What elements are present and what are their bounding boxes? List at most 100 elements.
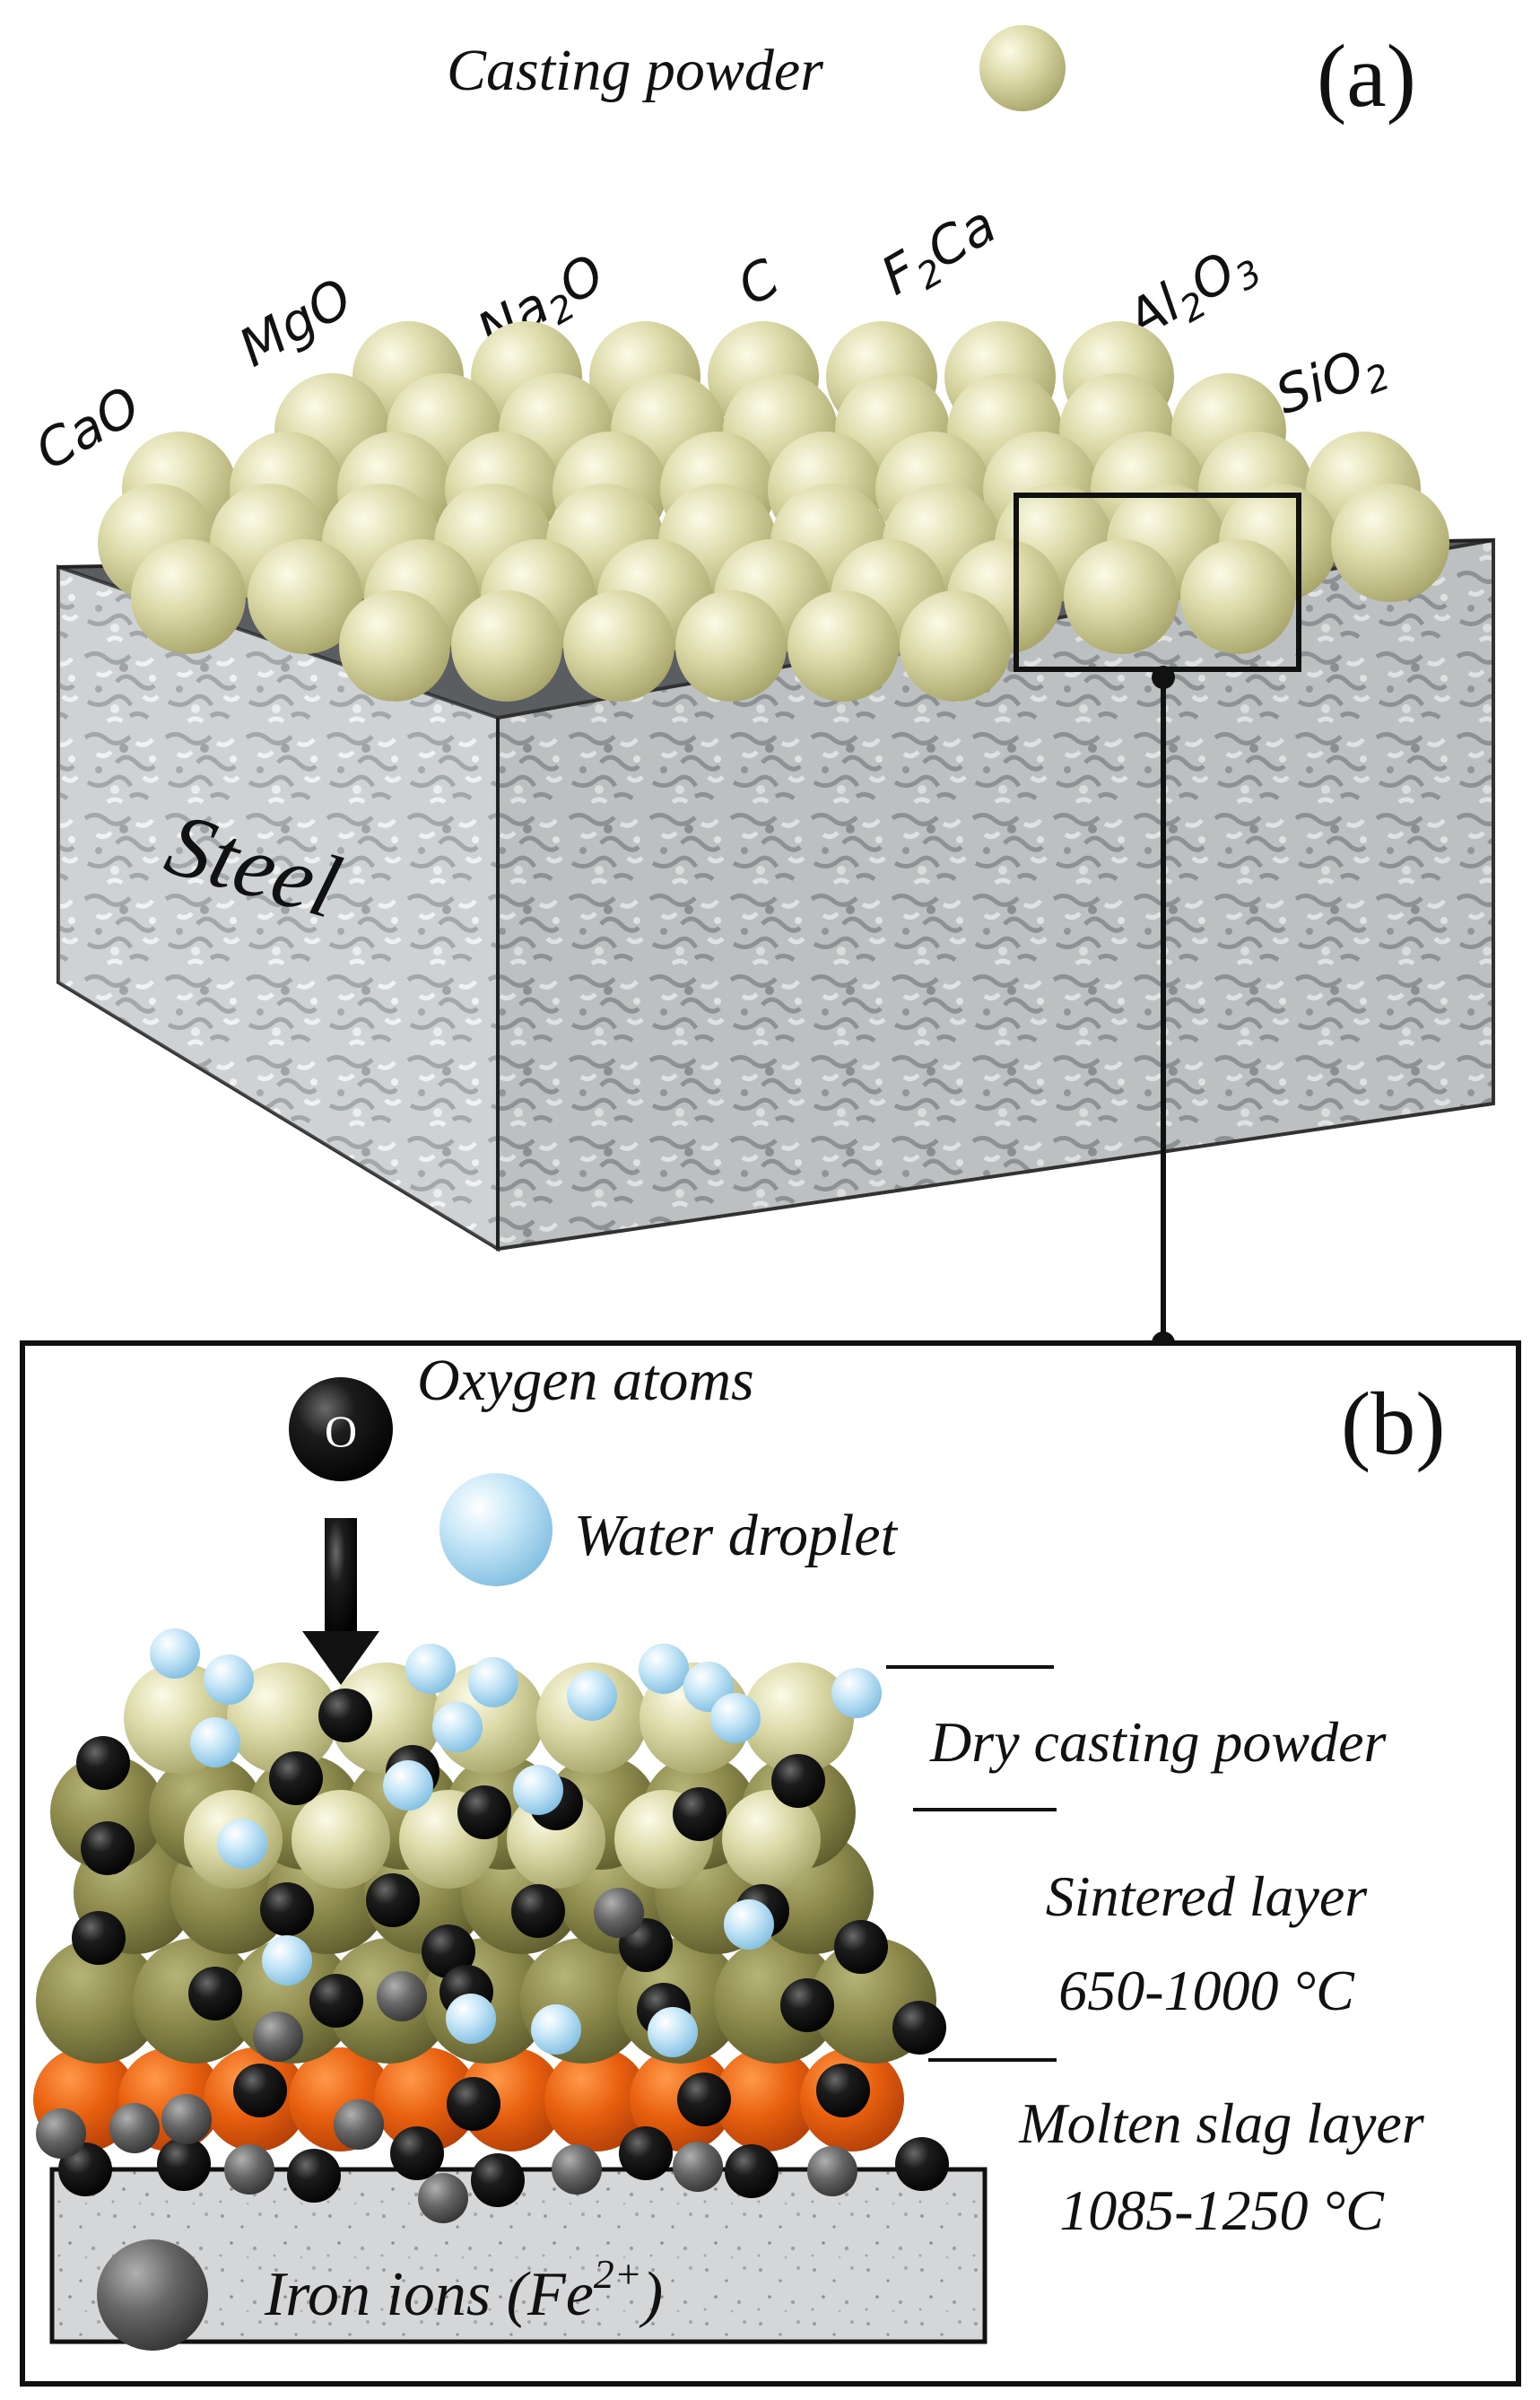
steel-block-left-shade bbox=[58, 567, 498, 1249]
iron-ion bbox=[807, 2146, 857, 2196]
oxygen-atom bbox=[76, 1736, 130, 1790]
oxygen-atom bbox=[780, 1978, 834, 2032]
oxygen-atom bbox=[471, 2153, 525, 2207]
casting-powder-legend-label: Casting powder bbox=[447, 38, 823, 103]
iron-ion bbox=[673, 2142, 723, 2192]
iron-substrate bbox=[49, 2167, 988, 2344]
powder-particle bbox=[339, 590, 450, 702]
powder-particle bbox=[248, 539, 362, 654]
water-droplet bbox=[262, 1935, 312, 1985]
iron-ion bbox=[552, 2144, 602, 2195]
compound-f2ca: F2Ca bbox=[871, 194, 1010, 313]
iron-label-close: ) bbox=[639, 2260, 663, 2329]
water-legend-label: Water droplet bbox=[574, 1503, 899, 1568]
molten-layer-label: Molten slag layer bbox=[1018, 2091, 1425, 2155]
dry-layer-label: Dry casting powder bbox=[929, 1710, 1388, 1774]
water-droplet bbox=[710, 1693, 761, 1743]
iron-label-text: Iron ions (Fe bbox=[264, 2260, 594, 2329]
oxygen-atom bbox=[233, 2064, 287, 2117]
particle-layers bbox=[33, 1628, 949, 2223]
oxygen-atom bbox=[725, 2144, 779, 2198]
water-droplet bbox=[405, 1644, 456, 1694]
casting-powder-legend-sphere bbox=[979, 25, 1066, 111]
casting-powder-pile bbox=[98, 321, 1449, 702]
panel-b-label: (b) bbox=[1341, 1374, 1446, 1473]
oxygen-atom bbox=[366, 1873, 420, 1927]
oxygen-atom bbox=[81, 1821, 135, 1875]
water-legend-sphere bbox=[439, 1473, 552, 1586]
iron-ion bbox=[224, 2144, 274, 2195]
panel-a-label: (a) bbox=[1317, 26, 1416, 126]
oxygen-atom bbox=[895, 2137, 949, 2191]
powder-particle bbox=[900, 590, 1011, 702]
sintered-layer-temp: 650-1000 °C bbox=[1058, 1959, 1355, 2022]
water-droplet bbox=[204, 1654, 254, 1705]
molten-slag-particle bbox=[544, 2047, 648, 2151]
oxygen-atom bbox=[511, 1884, 565, 1938]
water-droplet bbox=[217, 1819, 267, 1869]
oxygen-atom bbox=[72, 1911, 126, 1965]
oxygen-arrow-head bbox=[302, 1631, 379, 1685]
powder-particle bbox=[1331, 484, 1449, 602]
iron-legend-label: Iron ions (Fe2+) bbox=[264, 2251, 663, 2329]
oxygen-atom bbox=[269, 1751, 323, 1805]
dry-powder-particle bbox=[227, 1663, 338, 1774]
oxygen-atom bbox=[457, 1785, 511, 1839]
powder-particle bbox=[675, 590, 787, 702]
dry-powder-particle bbox=[291, 1790, 390, 1889]
steel-block-front-shade bbox=[498, 540, 1493, 1249]
panel-a: (a) Casting powder CaO MgO Na2O C F2Ca A… bbox=[25, 25, 1495, 1355]
oxygen-legend-label: Oxygen atoms bbox=[417, 1348, 754, 1413]
powder-particle bbox=[1064, 539, 1179, 654]
dry-powder-particle bbox=[722, 1790, 821, 1889]
oxygen-atom bbox=[771, 1754, 825, 1808]
sintered-particle bbox=[50, 1755, 165, 1870]
compound-sio2: SiO2 bbox=[1268, 331, 1396, 433]
iron-ion bbox=[253, 2012, 303, 2062]
water-droplet bbox=[531, 2004, 581, 2055]
water-droplet bbox=[724, 1899, 774, 1950]
water-droplet bbox=[190, 1717, 240, 1767]
dry-powder-particle bbox=[507, 1790, 605, 1889]
oxygen-atom bbox=[157, 2137, 211, 2191]
water-droplet bbox=[639, 1644, 689, 1694]
sintered-layer-label: Sintered layer bbox=[1046, 1864, 1369, 1928]
iron-label-sup: 2+ bbox=[594, 2251, 642, 2297]
oxygen-atom bbox=[260, 1882, 314, 1936]
oxygen-atom bbox=[390, 2126, 444, 2180]
iron-ion bbox=[36, 2108, 86, 2159]
oxygen-atom bbox=[188, 1967, 242, 2020]
iron-ion bbox=[109, 2103, 160, 2153]
sintered-particle bbox=[36, 1938, 161, 2064]
water-droplet bbox=[150, 1628, 200, 1679]
iron-ion bbox=[334, 2099, 384, 2150]
oxygen-atom bbox=[318, 1689, 372, 1742]
dry-powder-particle bbox=[743, 1663, 854, 1774]
molten-slag-particle bbox=[374, 2047, 478, 2151]
oxygen-atom bbox=[422, 1924, 475, 1978]
water-droplet bbox=[567, 1671, 617, 1721]
oxygen-legend-symbol: O bbox=[325, 1406, 357, 1456]
molten-layer-temp: 1085-1250 °C bbox=[1059, 2178, 1385, 2242]
water-droplet bbox=[432, 1702, 483, 1752]
oxygen-arrow-shaft bbox=[325, 1518, 357, 1633]
oxygen-atom bbox=[309, 1974, 363, 2028]
oxygen-atom bbox=[287, 2149, 341, 2203]
compound-mgo: MgO bbox=[229, 266, 362, 379]
oxygen-atom bbox=[447, 2077, 500, 2131]
oxygen-atom bbox=[673, 1787, 726, 1841]
zoom-connector-dot-top bbox=[1152, 666, 1175, 689]
iron-ion bbox=[377, 1971, 427, 2021]
water-droplet bbox=[468, 1657, 518, 1707]
water-droplet bbox=[513, 1765, 563, 1815]
iron-legend-sphere bbox=[97, 2239, 208, 2351]
sintered-particle bbox=[714, 1938, 840, 2064]
oxygen-atom bbox=[834, 1920, 888, 1974]
water-droplet bbox=[383, 1760, 433, 1811]
iron-ion bbox=[161, 2094, 212, 2144]
water-droplet bbox=[446, 1994, 496, 2044]
powder-particle bbox=[451, 590, 562, 702]
compound-c: C bbox=[727, 247, 790, 318]
oxygen-atom bbox=[619, 2126, 673, 2180]
